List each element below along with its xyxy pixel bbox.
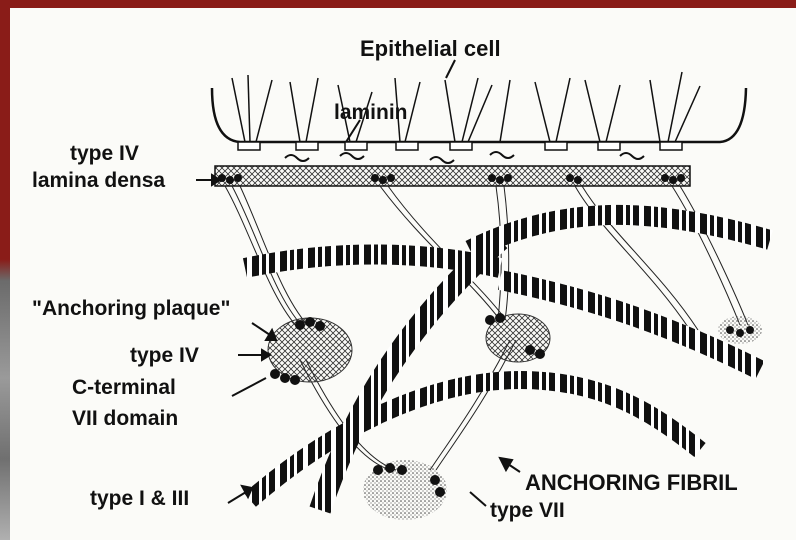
label-anchoring-fibril: ANCHORING FIBRIL xyxy=(525,472,738,494)
label-type-iv-top: type IV xyxy=(70,143,139,164)
label-type-vii: type VII xyxy=(490,500,565,521)
hemidesmosome-plaques xyxy=(238,142,682,150)
laminin-molecules xyxy=(285,152,644,163)
label-type-i-iii: type I & III xyxy=(90,488,189,509)
label-anchoring-plaque: "Anchoring plaque" xyxy=(32,298,230,319)
cell-filaments xyxy=(232,72,700,142)
label-vii-domain: VII domain xyxy=(72,408,178,429)
label-c-terminal: C-terminal xyxy=(72,377,176,398)
label-epithelial-cell: Epithelial cell xyxy=(360,38,501,60)
label-type-iv-plaque: type IV xyxy=(130,345,199,366)
label-laminin: laminin xyxy=(334,102,408,123)
label-lamina-densa: lamina densa xyxy=(32,170,165,191)
lamina-densa-band xyxy=(215,166,690,186)
